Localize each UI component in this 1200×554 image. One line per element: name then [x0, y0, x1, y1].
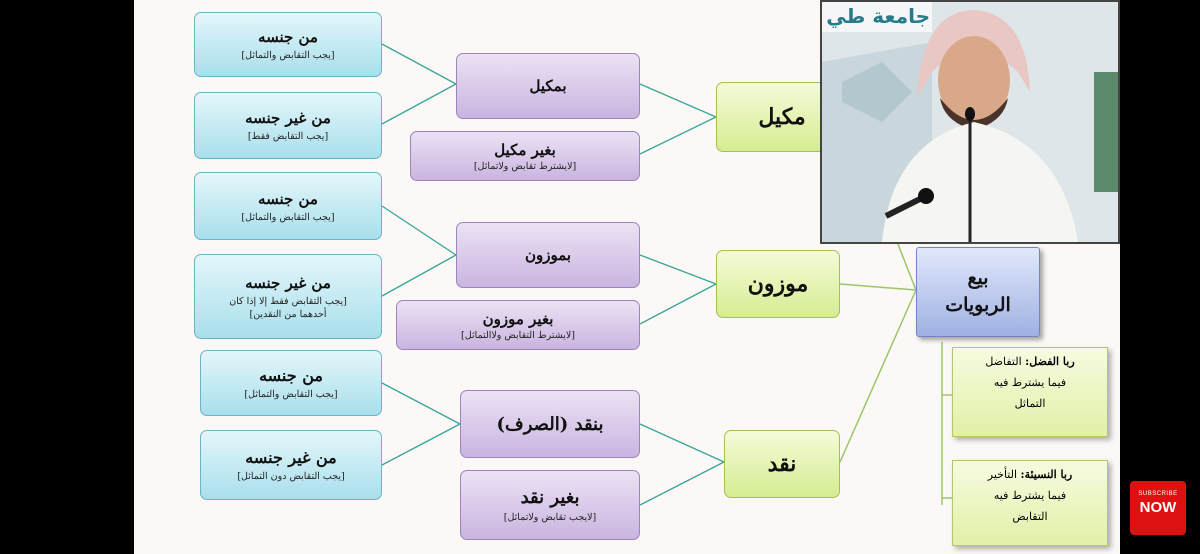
mawzoon-diff-note-line1: [يجب التقابض فقط إلا إذا كان [229, 295, 347, 307]
mawzoon-same-kind-box: من جنسه [يجب التقابض والتماثل] [194, 172, 382, 240]
video-banner-text: جامعة طي [826, 4, 930, 28]
naqd-without-box: بغير نقد [لايجب تقابض ولاتماثل] [460, 470, 640, 540]
makeel-with-box: بمكيل [456, 53, 640, 119]
riba-nasiah-line1: التأخير [987, 468, 1018, 481]
riba-fadl-line2: فيما يشترط فيه [993, 375, 1067, 389]
root-line2: الربويات [945, 294, 1011, 316]
mawzoon-diff-note-line2: أحدهما من النقدين] [249, 308, 327, 320]
naqd-same-title: من جنسه [259, 366, 323, 385]
naqd-without-title: بغير نقد [520, 487, 580, 508]
naqd-with-box: بنقد (الصرف) [460, 390, 640, 458]
riba-fadl-box: ربا الفضل: التفاضل فيما يشترط فيه التماث… [952, 347, 1108, 437]
naqd-with-title: بنقد (الصرف) [496, 413, 604, 435]
makeel-same-note: [يجب التقابض والتماثل] [241, 50, 335, 61]
makeel-label: مكيل [758, 104, 806, 130]
makeel-diff-note: [يجب التقابض فقط] [247, 131, 329, 142]
makeel-without-box: بغير مكيل [لايشترط تقابض ولاتماثل] [410, 131, 640, 181]
riba-nasiah-line3: التقابض [1012, 509, 1048, 523]
subscribe-now-button[interactable]: SUBSCRIBE NOW [1130, 481, 1186, 535]
mawzoon-diff-title: من غير جنسه [245, 273, 331, 292]
riba-nasiah-box: ربا النسيئة: التأخير فيما يشترط فيه التق… [952, 460, 1108, 546]
makeel-with-title: بمكيل [529, 77, 567, 95]
naqd-diff-title: من غير جنسه [245, 448, 337, 467]
naqd-label: نقد [767, 451, 797, 477]
makeel-same-kind-box: من جنسه [يجب التقابض والتماثل] [194, 12, 382, 77]
naqd-box: نقد [724, 430, 840, 498]
naqd-same-kind-box: من جنسه [يجب التقابض والتماثل] [200, 350, 382, 416]
naqd-same-note: [يجب التقابض والتماثل] [244, 389, 338, 400]
mawzoon-without-box: بغير موزون [لايشترط التقابض ولاالتماثل] [396, 300, 640, 350]
mawzoon-same-note: [يجب التقابض والتماثل] [241, 211, 335, 223]
mawzoon-without-title: بغير موزون [482, 309, 554, 328]
naqd-diff-kind-box: من غير جنسه [يجب التقابض دون التماثل] [200, 430, 382, 500]
riba-nasiah-term: ربا النسيئة: [1020, 468, 1073, 481]
riba-fadl-line1: التفاضل [985, 355, 1022, 368]
riba-fadl-line3: التماثل [1014, 396, 1046, 410]
speaker-video-frame [822, 2, 1118, 242]
naqd-without-note: [لايجب تقابض ولاتماثل] [503, 512, 597, 523]
naqd-diff-note: [يجب التقابض دون التماثل] [237, 471, 345, 482]
makeel-same-title: من جنسه [258, 28, 318, 46]
mawzoon-same-title: من جنسه [258, 189, 318, 208]
root-box: بيع الربويات [916, 247, 1040, 337]
mawzoon-without-note: [لايشترط التقابض ولاالتماثل] [461, 329, 575, 341]
makeel-without-note: [لايشترط تقابض ولاتماثل] [473, 160, 577, 172]
makeel-diff-kind-box: من غير جنسه [يجب التقابض فقط] [194, 92, 382, 159]
mawzoon-label: موزون [747, 271, 809, 297]
makeel-diff-title: من غير جنسه [245, 109, 331, 127]
mawzoon-with-box: بموزون [456, 222, 640, 288]
makeel-without-title: بغير مكيل [494, 140, 556, 159]
root-line1: بيع [967, 267, 989, 290]
riba-fadl-term: ربا الفضل: [1025, 355, 1075, 368]
connector-lines [381, 43, 952, 506]
speaker-video-overlay: جامعة طي [820, 0, 1120, 244]
mawzoon-with-title: بموزون [524, 246, 572, 264]
subscribe-label: SUBSCRIBE [1138, 491, 1178, 497]
mawzoon-diff-kind-box: من غير جنسه [يجب التقابض فقط إلا إذا كان… [194, 254, 382, 339]
subscribe-now-label: NOW [1139, 499, 1177, 516]
mawzoon-box: موزون [716, 250, 840, 318]
riba-nasiah-line2: فيما يشترط فيه [993, 488, 1067, 502]
